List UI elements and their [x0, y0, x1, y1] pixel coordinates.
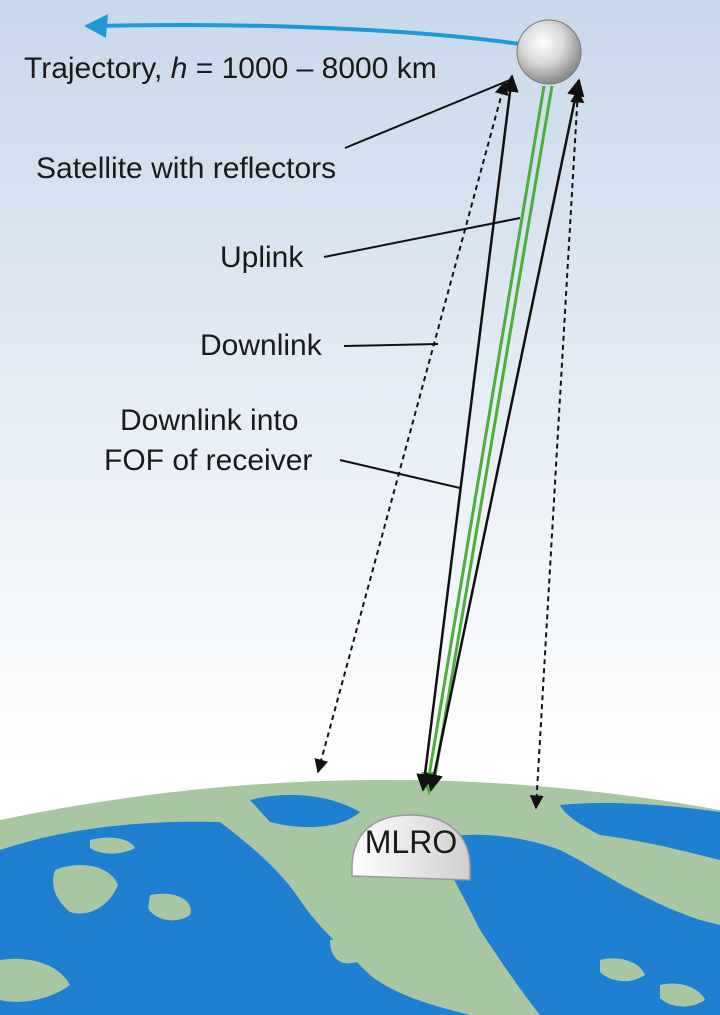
satellite-sphere: [516, 19, 582, 85]
station-dome: MLRO: [351, 814, 471, 881]
downlink-fof-label-line1: Downlink into: [120, 404, 298, 437]
earth: [0, 779, 720, 1015]
trajectory-arrow: [99, 22, 521, 46]
downlink-label: Downlink: [200, 329, 323, 362]
downlink-fof-label-line2: FOF of receiver: [104, 444, 312, 477]
leader-satellite: [344, 79, 511, 149]
trajectory-label: Trajectory, h = 1000 – 8000 km: [24, 52, 437, 85]
leader-uplink: [323, 217, 521, 258]
leader-downlink-fof: [339, 459, 461, 489]
satellite-label: Satellite with reflectors: [36, 152, 336, 185]
downlink-rays: [314, 80, 585, 810]
trajectory-arrowhead: [84, 14, 108, 38]
leader-lines: [323, 79, 521, 489]
station-label: MLRO: [365, 824, 457, 860]
uplink-label: Uplink: [220, 241, 304, 274]
earth-seas: [0, 794, 720, 1015]
leader-downlink: [343, 343, 439, 347]
